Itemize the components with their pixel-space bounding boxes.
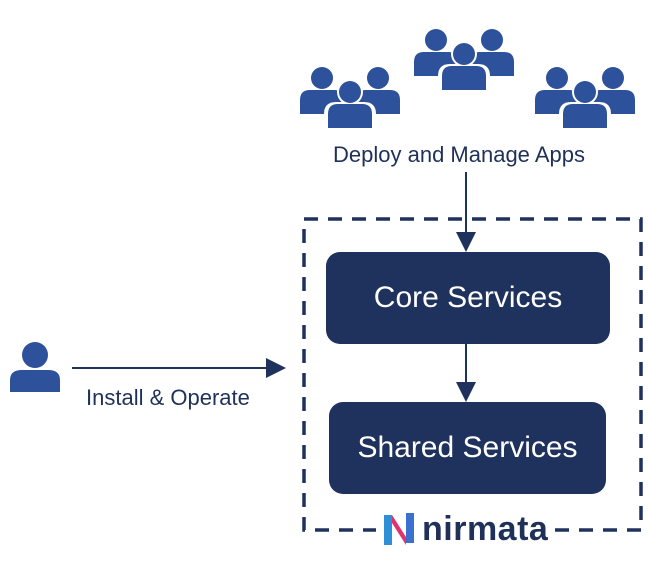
user-group-icon [414,29,514,92]
shared-services-label: Shared Services [357,431,578,464]
user-group-icon [300,67,400,130]
install-label: Install & Operate [86,385,250,410]
core-services-box: Core Services [326,252,610,344]
deploy-label: Deploy and Manage Apps [333,142,585,167]
user-icon [10,342,60,392]
brand-name: nirmata [422,509,549,548]
user-group-icon [535,67,635,130]
shared-services-box: Shared Services [329,402,606,494]
nirmata-logo-icon [384,513,414,545]
core-services-label: Core Services [373,281,563,314]
brand-logo: nirmata [376,509,555,549]
